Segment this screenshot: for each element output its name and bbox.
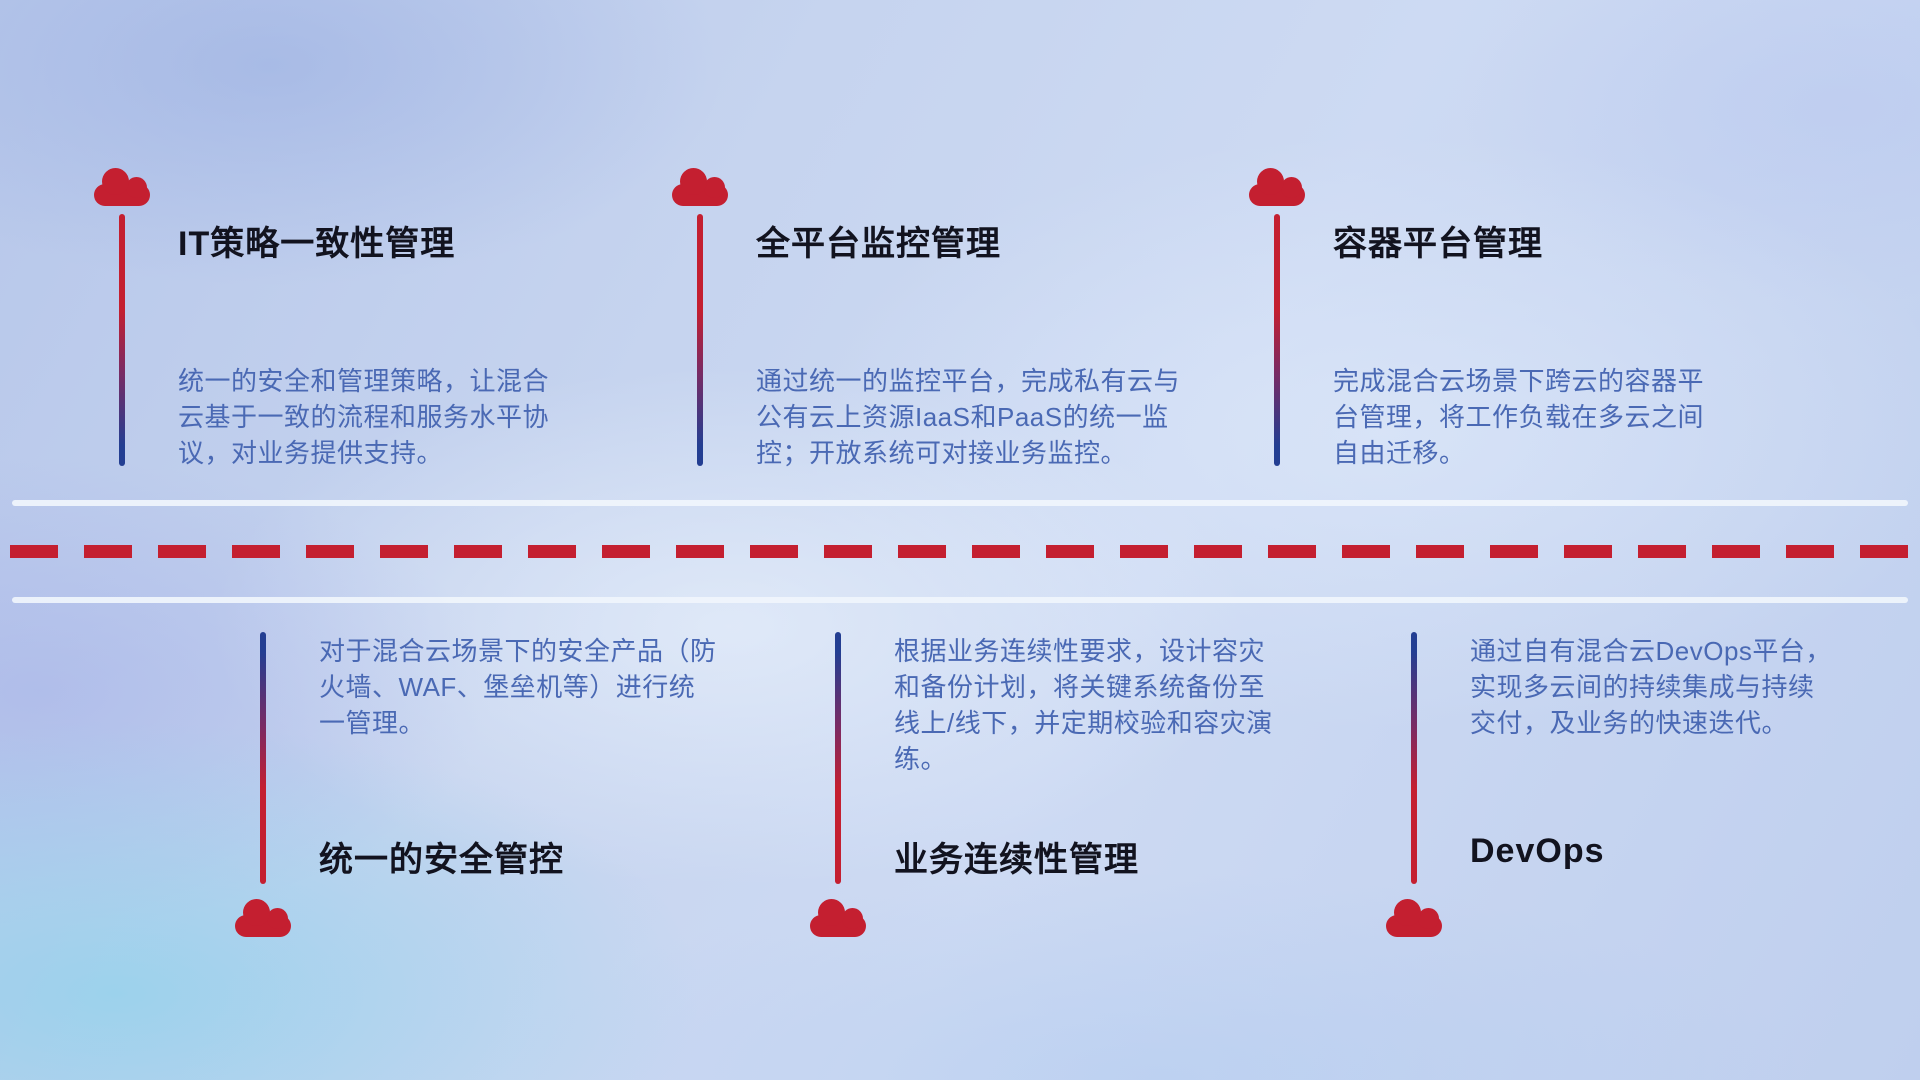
capability-description: 统一的安全和管理策略，让混合云基于一致的流程和服务水平协议，对业务提供支持。 bbox=[178, 366, 550, 468]
capability-description: 对于混合云场景下的安全产品（防火墙、WAF、堡垒机等）进行统一管理。 bbox=[319, 636, 717, 738]
dashed-divider bbox=[10, 545, 1910, 558]
capability-item-devops: 通过自有混合云DevOps平台，实现多云间的持续集成与持续交付，及业务的快速迭代… bbox=[1386, 620, 1906, 960]
timeline-connector bbox=[1274, 214, 1280, 466]
capability-description: 完成混合云场景下跨云的容器平台管理，将工作负载在多云之间自由迁移。 bbox=[1333, 366, 1705, 468]
capability-title: IT策略一致性管理 bbox=[178, 225, 456, 263]
capability-title: 容器平台管理 bbox=[1333, 225, 1543, 263]
divider-line-top bbox=[12, 500, 1908, 506]
timeline-connector bbox=[697, 214, 703, 466]
capability-title: DevOps bbox=[1470, 832, 1605, 870]
timeline-connector bbox=[260, 632, 266, 884]
capability-description: 通过自有混合云DevOps平台，实现多云间的持续集成与持续交付，及业务的快速迭代… bbox=[1470, 636, 1832, 738]
cloud-icon bbox=[235, 899, 291, 937]
cloud-icon bbox=[1386, 899, 1442, 937]
capability-item-platform-monitoring: 全平台监控管理 通过统一的监控平台，完成私有云与公有云上资源IaaS和PaaS的… bbox=[672, 168, 1192, 508]
timeline-connector bbox=[835, 632, 841, 884]
capability-item-unified-security: 对于混合云场景下的安全产品（防火墙、WAF、堡垒机等）进行统一管理。 统一的安全… bbox=[235, 620, 755, 960]
capability-description: 通过统一的监控平台，完成私有云与公有云上资源IaaS和PaaS的统一监控；开放系… bbox=[756, 366, 1181, 468]
capability-item-business-continuity: 根据业务连续性要求，设计容灾和备份计划，将关键系统备份至线上/线下，并定期校验和… bbox=[810, 620, 1330, 960]
capability-title: 业务连续性管理 bbox=[894, 841, 1139, 879]
cloud-icon bbox=[1249, 168, 1305, 206]
cloud-icon bbox=[810, 899, 866, 937]
timeline-connector bbox=[119, 214, 125, 466]
cloud-icon bbox=[672, 168, 728, 206]
capability-item-it-policy: IT策略一致性管理 统一的安全和管理策略，让混合云基于一致的流程和服务水平协议，… bbox=[94, 168, 614, 508]
capability-item-container-platform: 容器平台管理 完成混合云场景下跨云的容器平台管理，将工作负载在多云之间自由迁移。 bbox=[1249, 168, 1769, 508]
cloud-icon bbox=[94, 168, 150, 206]
divider-line-bottom bbox=[12, 597, 1908, 603]
capability-title: 统一的安全管控 bbox=[319, 841, 564, 879]
capability-title: 全平台监控管理 bbox=[756, 225, 1001, 263]
capability-description: 根据业务连续性要求，设计容灾和备份计划，将关键系统备份至线上/线下，并定期校验和… bbox=[894, 636, 1273, 774]
timeline-connector bbox=[1411, 632, 1417, 884]
